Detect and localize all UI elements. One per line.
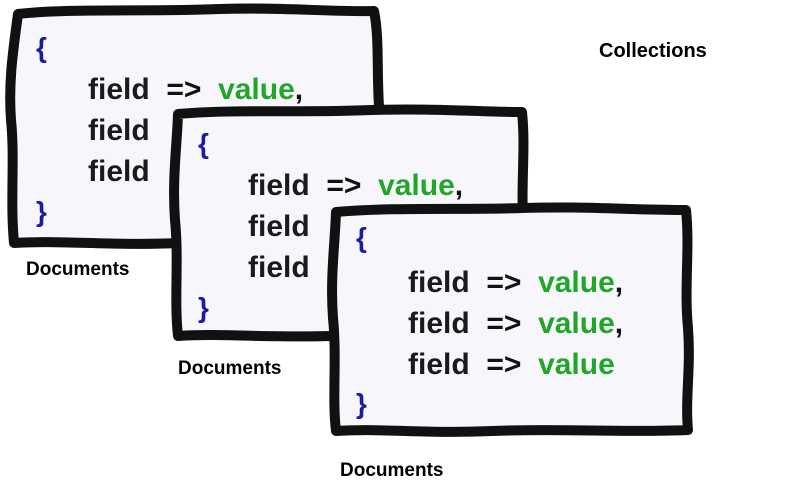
document-caption: Documents bbox=[340, 460, 444, 481]
field-line: field bbox=[248, 210, 310, 244]
comma: , bbox=[294, 73, 304, 106]
field-label: field bbox=[408, 307, 470, 340]
open-brace: { bbox=[198, 128, 209, 159]
field-label: field bbox=[408, 348, 470, 381]
document-caption: Documents bbox=[178, 358, 282, 379]
comma: , bbox=[454, 169, 464, 202]
close-brace: } bbox=[198, 292, 209, 323]
document-frame bbox=[327, 202, 694, 437]
field-value: value bbox=[218, 73, 295, 106]
field-label: field bbox=[88, 73, 150, 106]
field-line: field => value, bbox=[408, 307, 623, 341]
comma: , bbox=[614, 307, 624, 340]
field-line: field bbox=[88, 155, 150, 189]
arrow: => bbox=[486, 307, 522, 340]
arrow: => bbox=[486, 266, 522, 299]
field-line: field => value, bbox=[88, 73, 303, 107]
arrow: => bbox=[166, 73, 202, 106]
open-brace: { bbox=[356, 222, 367, 253]
field-line: field => value, bbox=[408, 266, 623, 300]
field-value: value bbox=[538, 307, 615, 340]
field-line: field => value, bbox=[248, 169, 463, 203]
field-label: field bbox=[248, 169, 310, 202]
field-value: value bbox=[378, 169, 455, 202]
field-line: field => value bbox=[408, 348, 615, 382]
field-line: field bbox=[248, 251, 310, 285]
field-value: value bbox=[538, 348, 615, 381]
field-label: field bbox=[88, 114, 150, 147]
document-card: { field => value, field => value, field … bbox=[322, 198, 702, 448]
collections-title: Collections bbox=[599, 40, 707, 62]
document-caption: Documents bbox=[26, 259, 130, 280]
field-label: field bbox=[408, 266, 470, 299]
arrow: => bbox=[486, 348, 522, 381]
field-value: value bbox=[538, 266, 615, 299]
field-label: field bbox=[88, 155, 150, 188]
close-brace: } bbox=[36, 196, 47, 227]
field-line: field bbox=[88, 114, 150, 148]
arrow: => bbox=[326, 169, 362, 202]
field-label: field bbox=[248, 210, 310, 243]
field-label: field bbox=[248, 251, 310, 284]
comma: , bbox=[614, 266, 624, 299]
close-brace: } bbox=[356, 388, 367, 419]
open-brace: { bbox=[36, 32, 47, 63]
